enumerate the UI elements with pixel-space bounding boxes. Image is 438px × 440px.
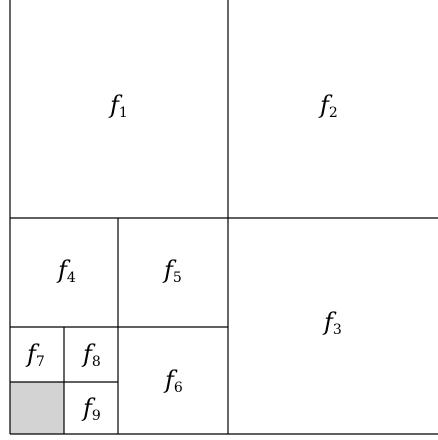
label-f4-sub: 4: [67, 270, 76, 286]
label-f4: f4: [56, 256, 76, 286]
label-f9-sub: 9: [92, 408, 101, 424]
label-f1: f1: [108, 91, 128, 121]
label-f1-sub: 1: [119, 105, 128, 121]
label-f5: f5: [162, 256, 182, 286]
label-f7-sub: 7: [36, 354, 45, 370]
label-f2-sub: 2: [329, 105, 338, 121]
label-f7: f7: [25, 340, 45, 370]
label-f8: f8: [81, 340, 101, 370]
shaded-empty-cell: [10, 382, 64, 434]
partition-lines: [9, 0, 438, 435]
label-f6: f6: [163, 366, 183, 396]
label-f5-sub: 5: [173, 270, 182, 286]
label-f3-sub: 3: [333, 322, 342, 338]
label-f2: f2: [318, 91, 338, 121]
label-f9: f9: [81, 394, 101, 424]
label-f6-sub: 6: [174, 380, 183, 396]
label-f8-sub: 8: [92, 354, 101, 370]
label-f3: f3: [322, 308, 342, 338]
